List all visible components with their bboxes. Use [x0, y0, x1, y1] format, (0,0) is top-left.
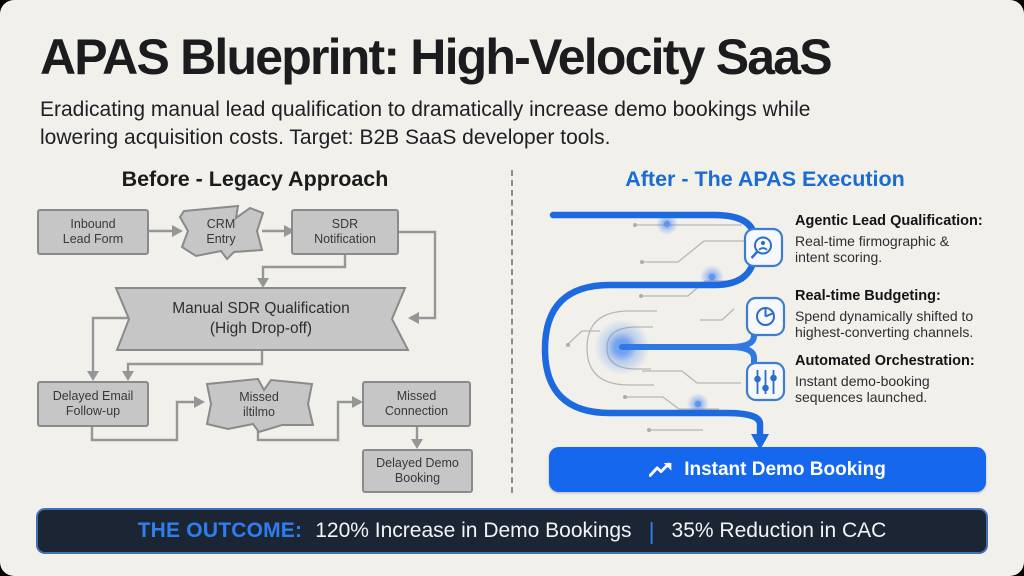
step-desc: Real-time firmographic & intent scoring. [795, 233, 950, 265]
node-delayed-email [37, 381, 149, 427]
step-agentic-lead-qualification: Agentic Lead Qualification: Real-time fi… [795, 213, 1017, 265]
flow-node-inbound-lead-form: Inbound Lead Form [62, 217, 124, 246]
flow-node-missed-connection: Missed Connection [384, 389, 449, 418]
step-title: Agentic Lead Qualification: [795, 213, 983, 229]
step-automated-orchestration: Automated Orchestration: Instant demo-bo… [795, 353, 1017, 405]
page-title: APAS Blueprint: High-Velocity SaaS [40, 29, 833, 85]
outcome-metric-cac: 35% Reduction in CAC [671, 519, 887, 542]
circuit-traces [567, 224, 745, 431]
before-node-shapes [37, 204, 473, 493]
outcome-divider: | [648, 517, 655, 544]
node-manual-sdr-banner [114, 287, 410, 351]
outcome-prefix: THE OUTCOME: [137, 519, 303, 542]
cta-label: Instant Demo Booking [684, 458, 886, 480]
instant-demo-booking-button[interactable]: Instant Demo Booking [549, 447, 986, 492]
node-delayed-demo-booking [362, 449, 473, 493]
node-inbound-lead-form [37, 209, 149, 255]
outcome-metric-bookings: 120% Increase in Demo Bookings [315, 519, 632, 542]
step-desc: Spend dynamically shifted to highest-con… [795, 308, 974, 340]
circuit-nodes [566, 223, 651, 432]
before-connectors [90, 229, 437, 442]
node-missed-connection [362, 381, 471, 427]
apas-flow-path [541, 211, 764, 440]
flow-node-delayed-email-follow-up: Delayed Email Follow-up [52, 389, 134, 418]
glow-blobs [594, 213, 724, 415]
flow-node-delayed-demo-booking: Delayed Demo Booking [376, 456, 459, 485]
flow-arrowhead [751, 434, 769, 450]
step-real-time-budgeting: Real-time Budgeting: Spend dynamically s… [795, 288, 1017, 340]
node-missed-torn [205, 377, 315, 434]
step-title: Real-time Budgeting: [795, 288, 941, 304]
sliders-icon [754, 370, 777, 394]
node-sdr-notification [291, 209, 399, 255]
user-search-icon [750, 236, 772, 259]
before-arrowheads [87, 225, 423, 449]
apas-flow-branch [619, 325, 757, 369]
step-title: Automated Orchestration: [795, 353, 975, 369]
node-crm-entry-torn [178, 204, 265, 261]
panel-divider [511, 170, 513, 493]
step-desc: Instant demo-booking sequences launched. [795, 373, 930, 405]
trending-up-icon [649, 462, 672, 477]
flow-node-crm-entry: CRM Entry [206, 216, 236, 246]
page-subtitle: Eradicating manual lead qualification to… [40, 98, 811, 149]
outcome-bar: THE OUTCOME: 120% Increase in Demo Booki… [36, 508, 988, 554]
before-panel-heading: Before - Legacy Approach [121, 167, 389, 191]
flow-node-sdr-notification: SDR Notification [314, 217, 376, 246]
after-panel-heading: After - The APAS Execution [625, 167, 905, 191]
pie-chart-icon [756, 307, 775, 326]
flow-node-missed: Missed iltilmo [239, 389, 279, 419]
flow-node-manual-sdr-qualification: Manual SDR Qualification (High Drop-off) [172, 299, 350, 337]
